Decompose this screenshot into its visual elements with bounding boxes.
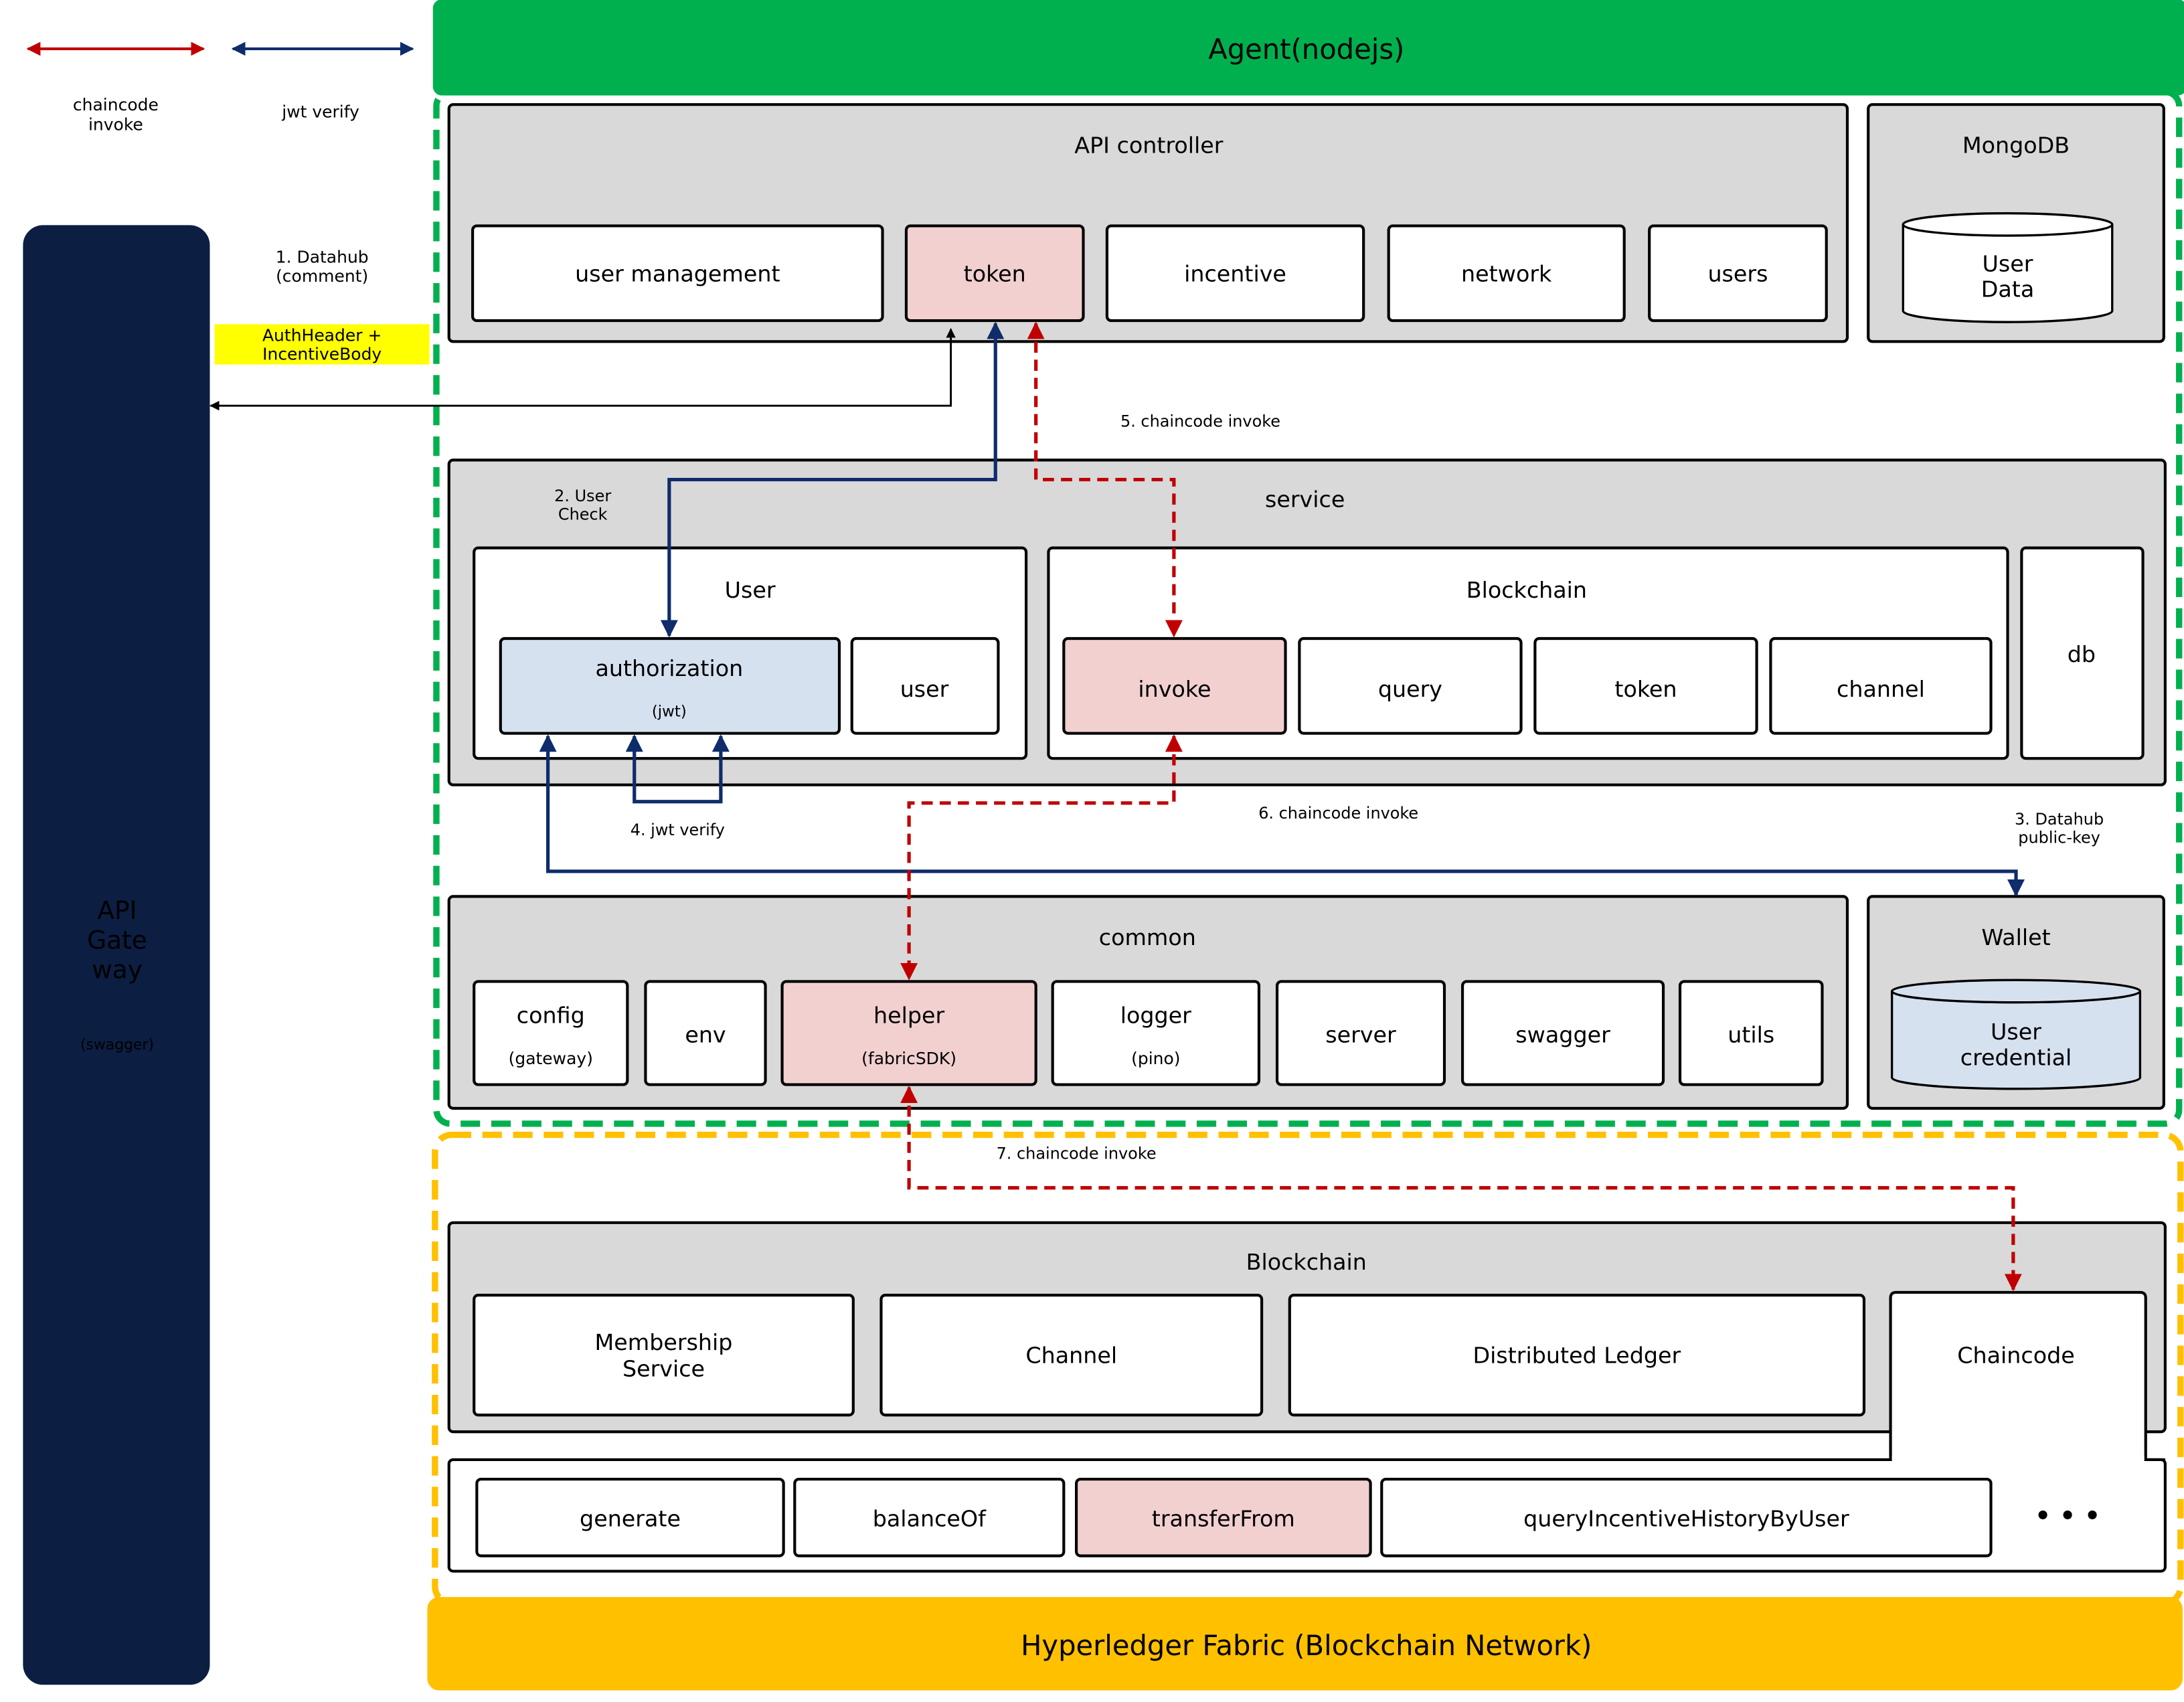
function-item-label-2: transferFrom: [1152, 1505, 1295, 1531]
common-item-name-3: logger: [1120, 1002, 1191, 1028]
chaincode-label: Chaincode: [1957, 1343, 2075, 1369]
mongodb-title: MongoDB: [1962, 133, 2070, 159]
function-item-label-0: generate: [580, 1505, 681, 1531]
user-box: [850, 636, 1000, 735]
step-1-highlight: AuthHeader +IncentiveBody: [262, 326, 382, 364]
authorization-sub: (jwt): [652, 703, 687, 721]
common-item-0: [473, 980, 629, 1086]
api-item-3: [1387, 224, 1626, 323]
function-more: • • •: [2035, 1501, 2100, 1531]
network-title: Hyperledger Fabric (Blockchain Network): [1021, 1629, 1592, 1662]
api-item-2: [1105, 224, 1365, 323]
common-title: common: [1099, 924, 1196, 950]
step-1-label: 1. Datahub(comment): [276, 247, 369, 286]
wallet-cylinder: [1890, 978, 2142, 1090]
common-item-5: [1460, 980, 1665, 1086]
function-item-label-1: balanceOf: [873, 1505, 987, 1531]
arrow-step-6: [900, 734, 1183, 981]
blockchain-service-item-3: [1769, 636, 1993, 735]
mongodb-cylinder: [1902, 212, 2114, 323]
api-item-1: [904, 224, 1085, 323]
api-gateway: [23, 225, 210, 1685]
chaincode-tab-join: [1892, 1455, 2145, 1464]
fabric-item-label-1: Channel: [1025, 1343, 1117, 1369]
user-group-title: User: [725, 577, 776, 603]
common-item-2: [780, 980, 1037, 1086]
common-item-3: [1051, 980, 1261, 1086]
common-item-name-0: config: [517, 1002, 585, 1028]
step-7-label: 7. chaincode invoke: [997, 1144, 1157, 1163]
function-item-0: [475, 1477, 785, 1557]
fabric-blockchain-title: Blockchain: [1246, 1249, 1367, 1275]
service-title: service: [1265, 487, 1345, 513]
network-bar: [427, 1597, 2183, 1691]
legend-jwt-label: jwt verify: [281, 102, 359, 122]
arrow-step-5: [1027, 321, 1183, 638]
blockchain-service-label-1: query: [1378, 676, 1442, 702]
function-item-2: [1074, 1477, 1372, 1557]
arrow-step-2: [660, 321, 1005, 638]
common-item-name-2: helper: [873, 1002, 945, 1028]
chaincode-tab: [1889, 1290, 2165, 1461]
common-item-name-6: utils: [1728, 1022, 1774, 1048]
api-item-label-0: user management: [575, 260, 780, 286]
fabric-item-0: [473, 1294, 855, 1417]
api-item-label-3: network: [1461, 260, 1552, 286]
authorization-label: authorization: [595, 655, 743, 681]
common-item-sub-2: (fabricSDK): [861, 1049, 956, 1068]
blockchain-service-label-2: token: [1614, 676, 1677, 702]
function-item-label-3: queryIncentiveHistoryByUser: [1523, 1505, 1849, 1531]
agent-title: Agent(nodejs): [1208, 33, 1404, 66]
api-item-label-2: incentive: [1184, 260, 1286, 286]
fabric-item-label-2: Distributed Ledger: [1473, 1343, 1681, 1369]
api-item-0: [471, 224, 884, 323]
blockchain-service-item-2: [1533, 636, 1758, 735]
blockchain-service-item-1: [1298, 636, 1523, 735]
api-item-label-4: users: [1707, 260, 1768, 286]
common-item-6: [1678, 980, 1824, 1086]
arrow-step-7: [900, 1086, 2022, 1292]
gateway-subtitle: (swagger): [80, 1037, 154, 1053]
api-controller-title: API controller: [1074, 133, 1224, 159]
common-item-sub-3: (pino): [1131, 1049, 1180, 1068]
common-item-name-1: env: [685, 1022, 726, 1048]
common-item-name-5: swagger: [1515, 1022, 1610, 1048]
common-item-4: [1275, 980, 1446, 1086]
authorization-box: [499, 636, 841, 735]
arrow-step-3: [539, 734, 2025, 897]
db-box: [2020, 546, 2145, 760]
wallet-title: Wallet: [1981, 924, 2050, 950]
db-label: db: [2068, 641, 2096, 667]
step-4-label: 4. jwt verify: [631, 821, 725, 839]
blockchain-service-label-3: channel: [1837, 676, 1925, 702]
api-item-4: [1648, 224, 1828, 323]
common-item-1: [644, 980, 767, 1086]
step-5-label: 5. chaincode invoke: [1120, 412, 1280, 431]
step-6-label: 6. chaincode invoke: [1258, 804, 1418, 823]
common-item-name-4: server: [1325, 1022, 1396, 1048]
blockchain-service-title: Blockchain: [1466, 577, 1587, 603]
user-box-label: user: [900, 676, 949, 702]
function-item-1: [793, 1477, 1066, 1557]
blockchain-service-label-0: invoke: [1138, 676, 1211, 702]
fabric-item-1: [879, 1294, 1264, 1417]
api-item-label-1: token: [964, 260, 1026, 286]
fabric-item-2: [1288, 1294, 1866, 1417]
function-item-3: [1380, 1477, 1993, 1557]
common-item-sub-0: (gateway): [509, 1049, 593, 1068]
blockchain-service-item-0: [1062, 636, 1287, 735]
